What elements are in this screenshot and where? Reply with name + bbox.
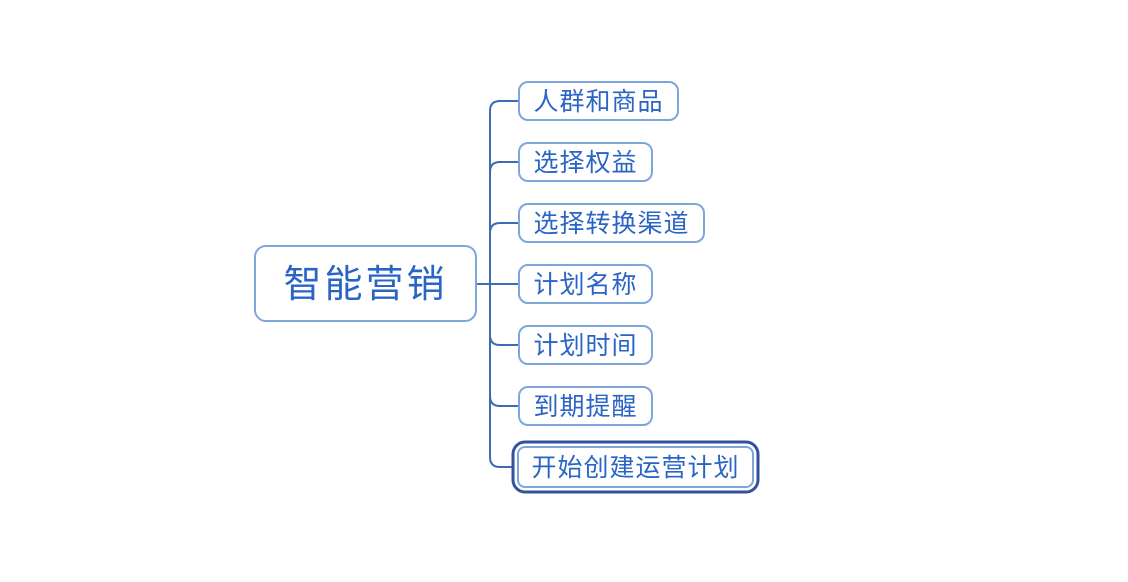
topic-label: 计划名称 [533,269,638,299]
topic-plan-time[interactable]: 计划时间 [518,325,653,365]
topic-label: 人群和商品 [533,86,664,116]
connector-root-to-child-2 [489,161,518,284]
connector-root-to-child-1 [489,100,518,284]
topic-label: 计划时间 [533,330,638,360]
topic-start-create-operation-plan-selected[interactable]: 开始创建运营计划 [517,446,754,488]
topic-plan-name[interactable]: 计划名称 [518,264,653,304]
topic-label: 到期提醒 [533,391,638,421]
connector-root-to-child-7 [489,284,512,468]
connector-root-to-child-3 [489,222,518,284]
topic-label: 选择转换渠道 [533,208,690,238]
connector-root-to-child-5 [489,284,518,346]
topic-expiry-reminder[interactable]: 到期提醒 [518,386,653,426]
topic-select-benefits[interactable]: 选择权益 [518,142,653,182]
topic-label: 选择权益 [533,147,638,177]
topic-root[interactable]: 智能营销 [254,245,477,322]
topic-crowd-and-products[interactable]: 人群和商品 [518,81,679,121]
topic-root-label: 智能营销 [283,261,448,306]
topic-select-conversion-channel[interactable]: 选择转换渠道 [518,203,705,243]
topic-label: 开始创建运营计划 [531,452,740,482]
